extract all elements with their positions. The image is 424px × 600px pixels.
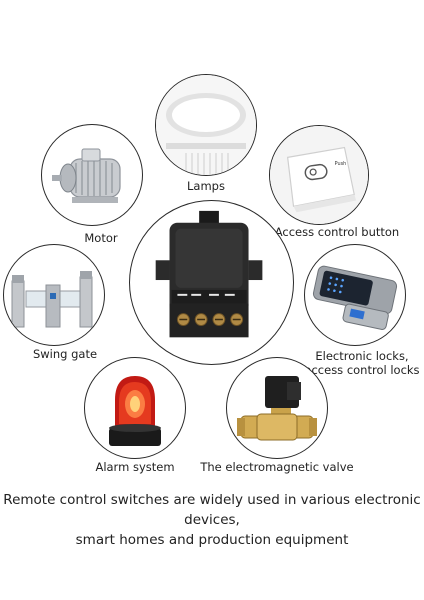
caption-line-1: Remote control switches are widely used … [3,492,421,528]
lamps-label: Lamps [187,179,225,193]
access-button-bubble: Push [269,125,369,225]
motor-label: Motor [84,231,118,245]
push-button-icon: Push [270,126,368,224]
motor-bubble [41,124,143,226]
electronic-locks-label-line1: Electronic locks, [315,349,409,363]
electric-motor-icon [52,148,121,203]
button-plate-text: Push [335,161,347,167]
remote-switch-bubble [129,200,294,365]
valve-bubble [226,357,328,459]
ceiling-lamp-icon [156,75,256,175]
alarm-label: Alarm system [95,460,175,474]
swing-gate-bubble [3,244,105,346]
alarm-beacon-icon [109,376,161,446]
electronic-locks-label-line2: access control locks [304,363,420,377]
alarm-bubble [84,357,186,459]
swing-gate-label: Swing gate [32,347,98,361]
lamps-bubble [155,74,257,176]
solenoid-valve-icon [237,376,317,441]
caption: Remote control switches are widely used … [0,490,424,550]
swing-gate-icon [11,271,93,328]
electronic-locks-bubble [304,244,406,346]
remote-control-switch-icon [155,210,263,338]
electronic-lock-icon [312,265,398,330]
access-button-label: Access control button [274,225,400,239]
caption-line-2: smart homes and production equipment [75,532,349,548]
valve-label: The electromagnetic valve [200,460,354,474]
